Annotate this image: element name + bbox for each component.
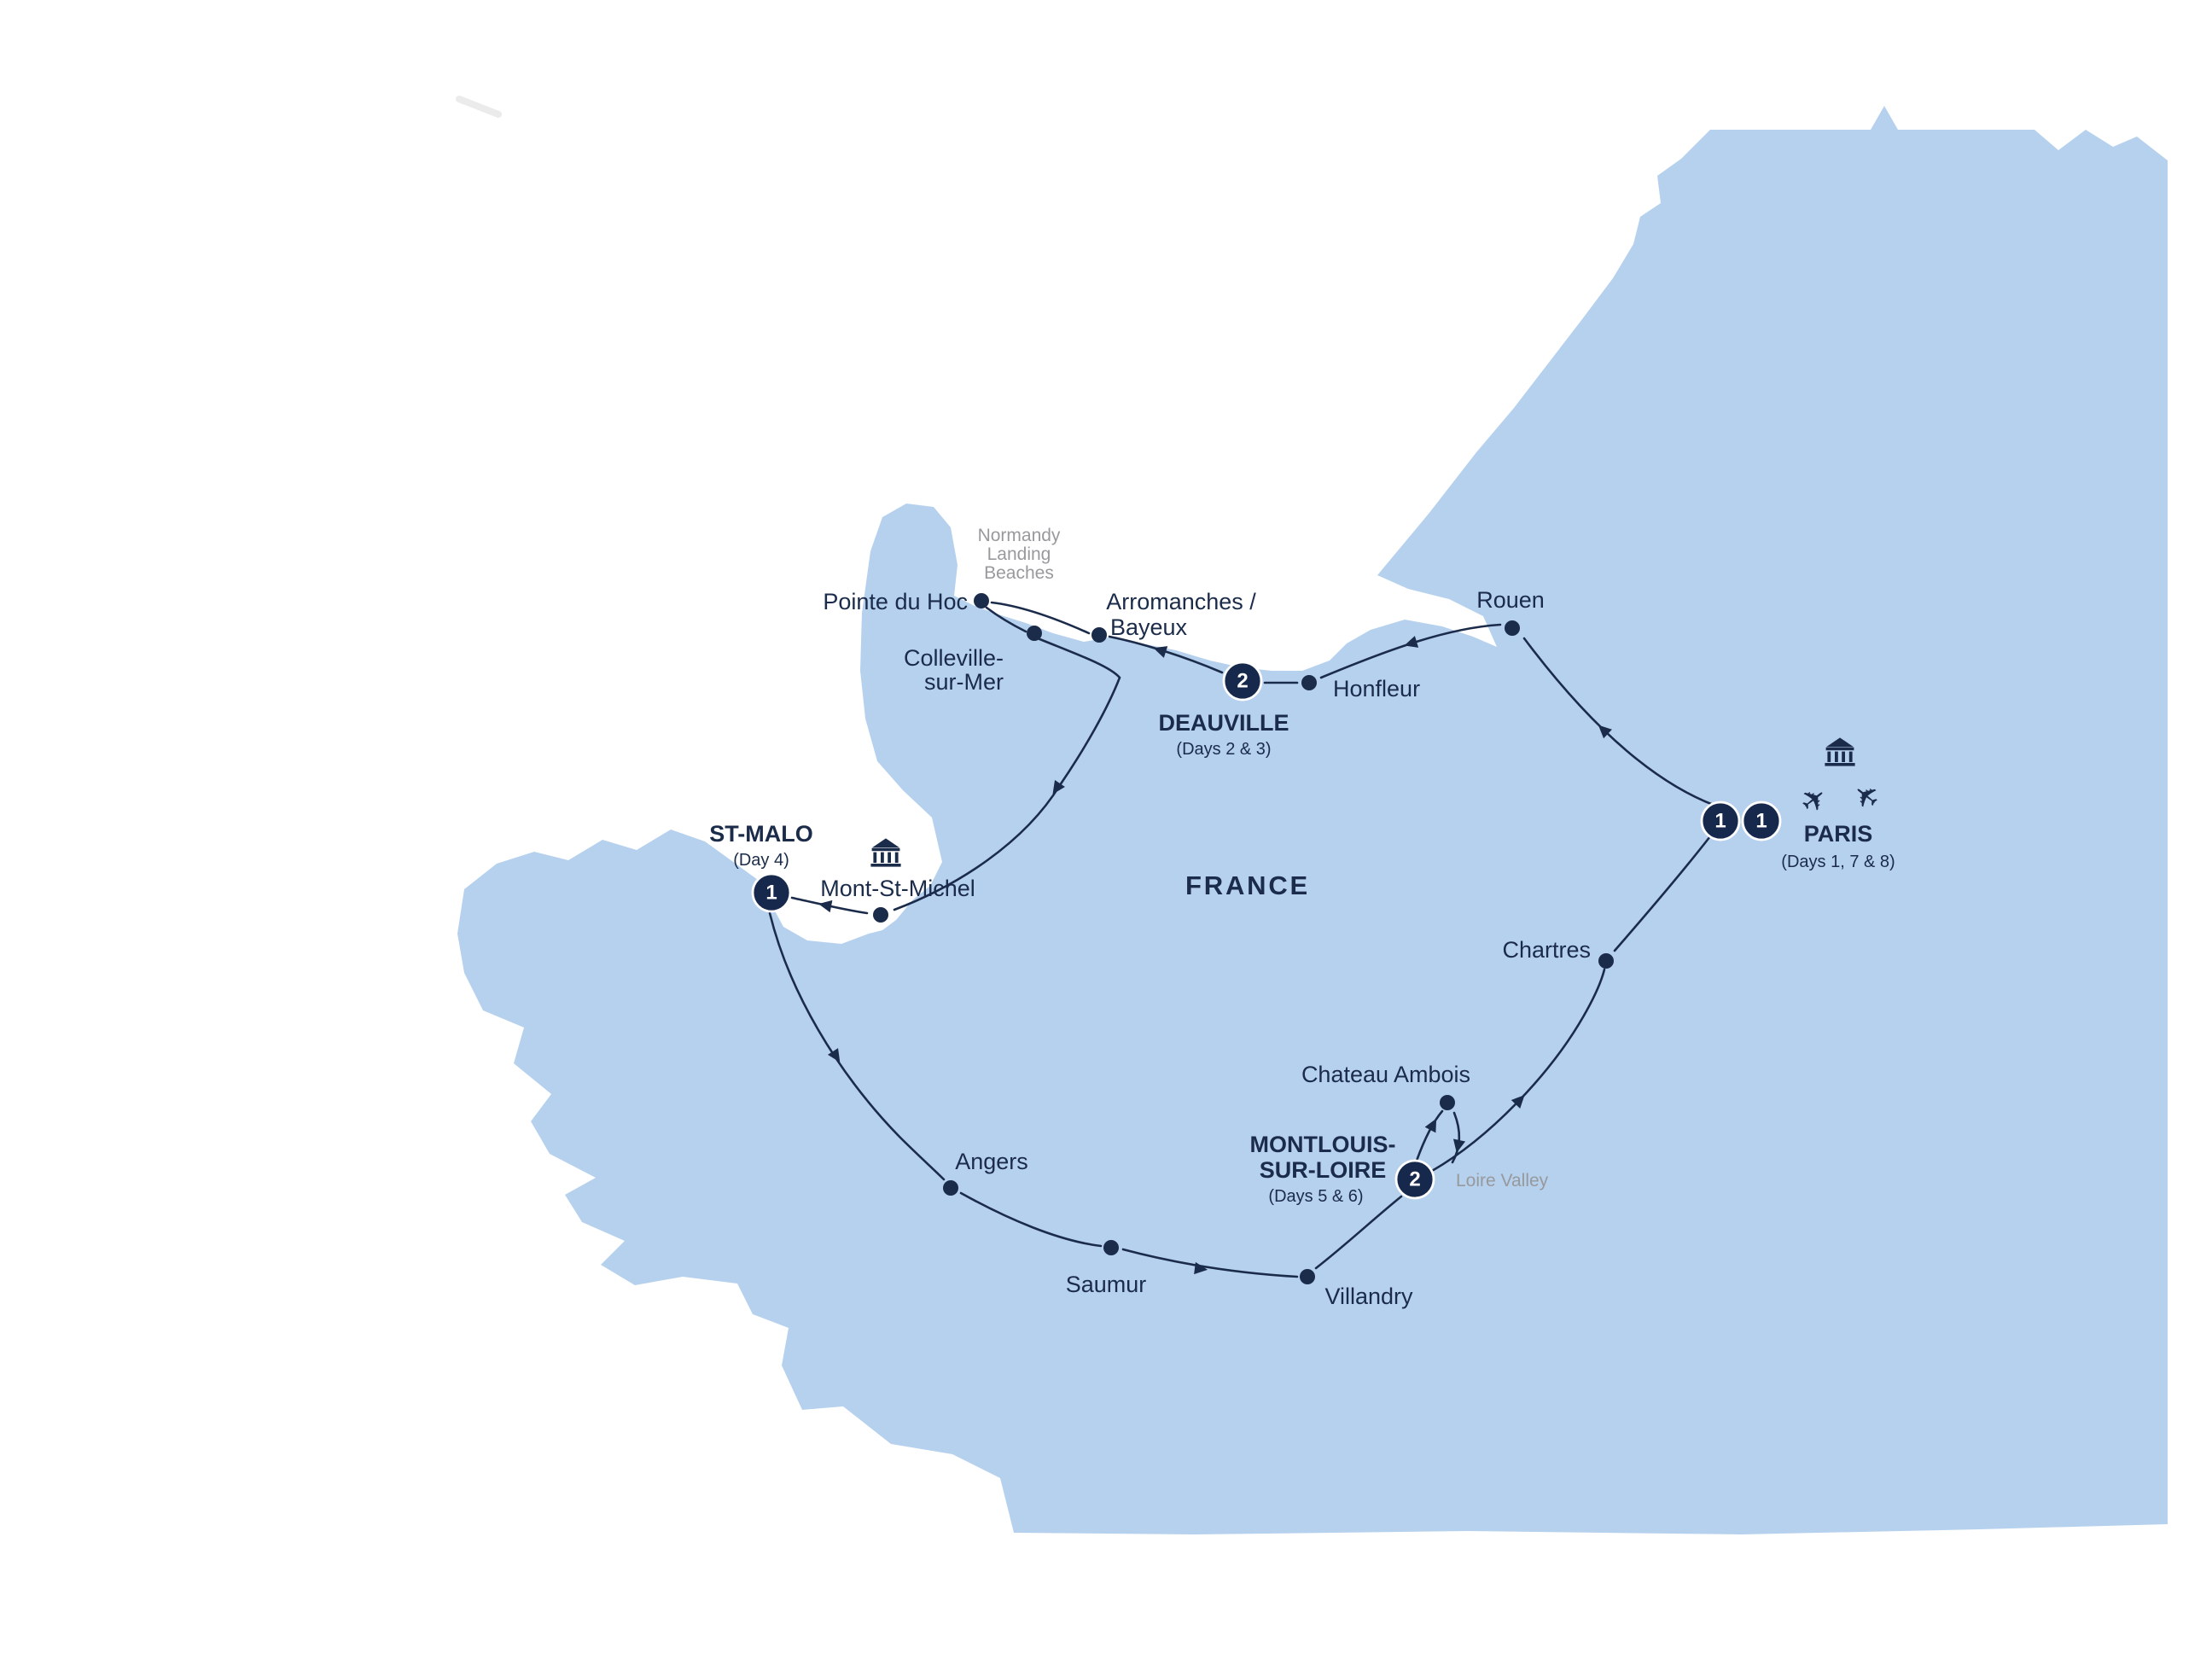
label-st-malo-days: (Day 4) [733,851,789,870]
label-montlouis-days: (Days 5 & 6) [1268,1187,1363,1206]
hotel-icon-mont-st-michel [870,838,901,867]
badge-circle [751,872,792,913]
badge-count: 1 [765,882,777,905]
night-badge-st-malo: 1 [751,872,792,913]
label-normandy-line2: Landing [987,544,1051,564]
stop-dot-honfleur [1301,675,1317,690]
label-rouen: Rouen [1476,587,1545,613]
label-mont-st-michel: Mont-St-Michel [820,876,975,901]
stop-dot-colleville [1027,626,1042,641]
route-saumur-villandry [1121,1248,1299,1278]
stop-dot-villandry [1300,1269,1315,1284]
label-chartres: Chartres [1502,937,1591,963]
route-montlouis-chartres [1430,968,1606,1173]
route-villandry-montlouis [1314,1195,1403,1270]
night-badge-deauville: 2 [1222,661,1263,702]
badge-circle [1700,800,1741,841]
label-angers: Angers [955,1149,1028,1174]
label-paris: PARIS [1804,821,1873,847]
route-st-malo-angers [768,911,946,1181]
label-colleville-line2: sur-Mer [924,669,1004,695]
stop-dot-pointe-du-hoc [974,593,989,608]
label-montlouis-line1: MONTLOUIS- [1250,1132,1396,1157]
stray-mark [456,96,502,118]
stop-dot-saumur [1103,1240,1119,1255]
badge-count: 1 [1714,810,1726,833]
map-land [457,106,2168,1534]
badge-circle [1741,800,1782,841]
label-deauville-days: (Days 2 & 3) [1176,740,1271,759]
label-st-malo: ST-MALO [709,821,813,847]
labels: Rouen Honfleur DEAUVILLE (Days 2 & 3) Ar… [709,526,1895,1309]
badge-count: 2 [1237,670,1248,693]
stop-dot-chateau-ambois [1440,1095,1455,1110]
label-loire-valley: Loire Valley [1456,1171,1549,1191]
badge-count: 1 [1755,810,1767,833]
label-pointe-du-hoc: Pointe du Hoc [823,589,968,614]
label-arromanches-line1: Arromanches / [1106,589,1256,614]
label-deauville: DEAUVILLE [1158,710,1289,736]
label-saumur: Saumur [1066,1272,1147,1297]
stop-dot-mont-st-michel [873,907,888,923]
label-paris-days: (Days 1, 7 & 8) [1781,853,1895,871]
stop-dot-arromanches [1091,627,1107,643]
route-montlouis-ambois-up [1415,1109,1444,1162]
night-badge-paris-1: 1 [1700,800,1741,841]
label-normandy-line3: Beaches [984,563,1054,583]
route-colleville-mont-st-michel [893,637,1121,911]
label-arromanches-line2: Bayeux [1110,614,1188,640]
label-chateau-ambois: Chateau Ambois [1301,1062,1470,1087]
label-montlouis-line2: SUR-LOIRE [1260,1157,1387,1183]
badge-circle [1394,1159,1435,1200]
night-badge-paris-2: 1 [1741,800,1782,841]
night-badge-montlouis: 2 [1394,1159,1435,1200]
label-honfleur: Honfleur [1333,676,1420,702]
stop-dot-rouen [1505,620,1520,636]
route-ambois-montlouis-down [1451,1111,1461,1164]
route-paris-rouen [1522,637,1717,807]
route-chartres-paris [1613,835,1712,952]
stop-dot-angers [943,1180,958,1196]
night-badges: 2 1 2 1 1 [751,661,1782,1200]
stop-dots [873,593,1614,1284]
label-france: FRANCE [1185,870,1310,900]
badge-circle [1222,661,1263,702]
route-pointe-du-hoc-colleville [985,606,1027,633]
route-rouen-honfleur [1319,623,1502,679]
badge-count: 2 [1409,1168,1420,1191]
label-colleville-line1: Colleville- [904,645,1004,671]
route-angers-saumur [959,1191,1103,1248]
routes [768,601,1717,1278]
stop-dot-chartres [1598,953,1614,969]
route-arromanches-pointe-du-hoc [990,601,1091,635]
label-normandy-line1: Normandy [978,526,1061,545]
label-villandry: Villandry [1324,1284,1413,1309]
